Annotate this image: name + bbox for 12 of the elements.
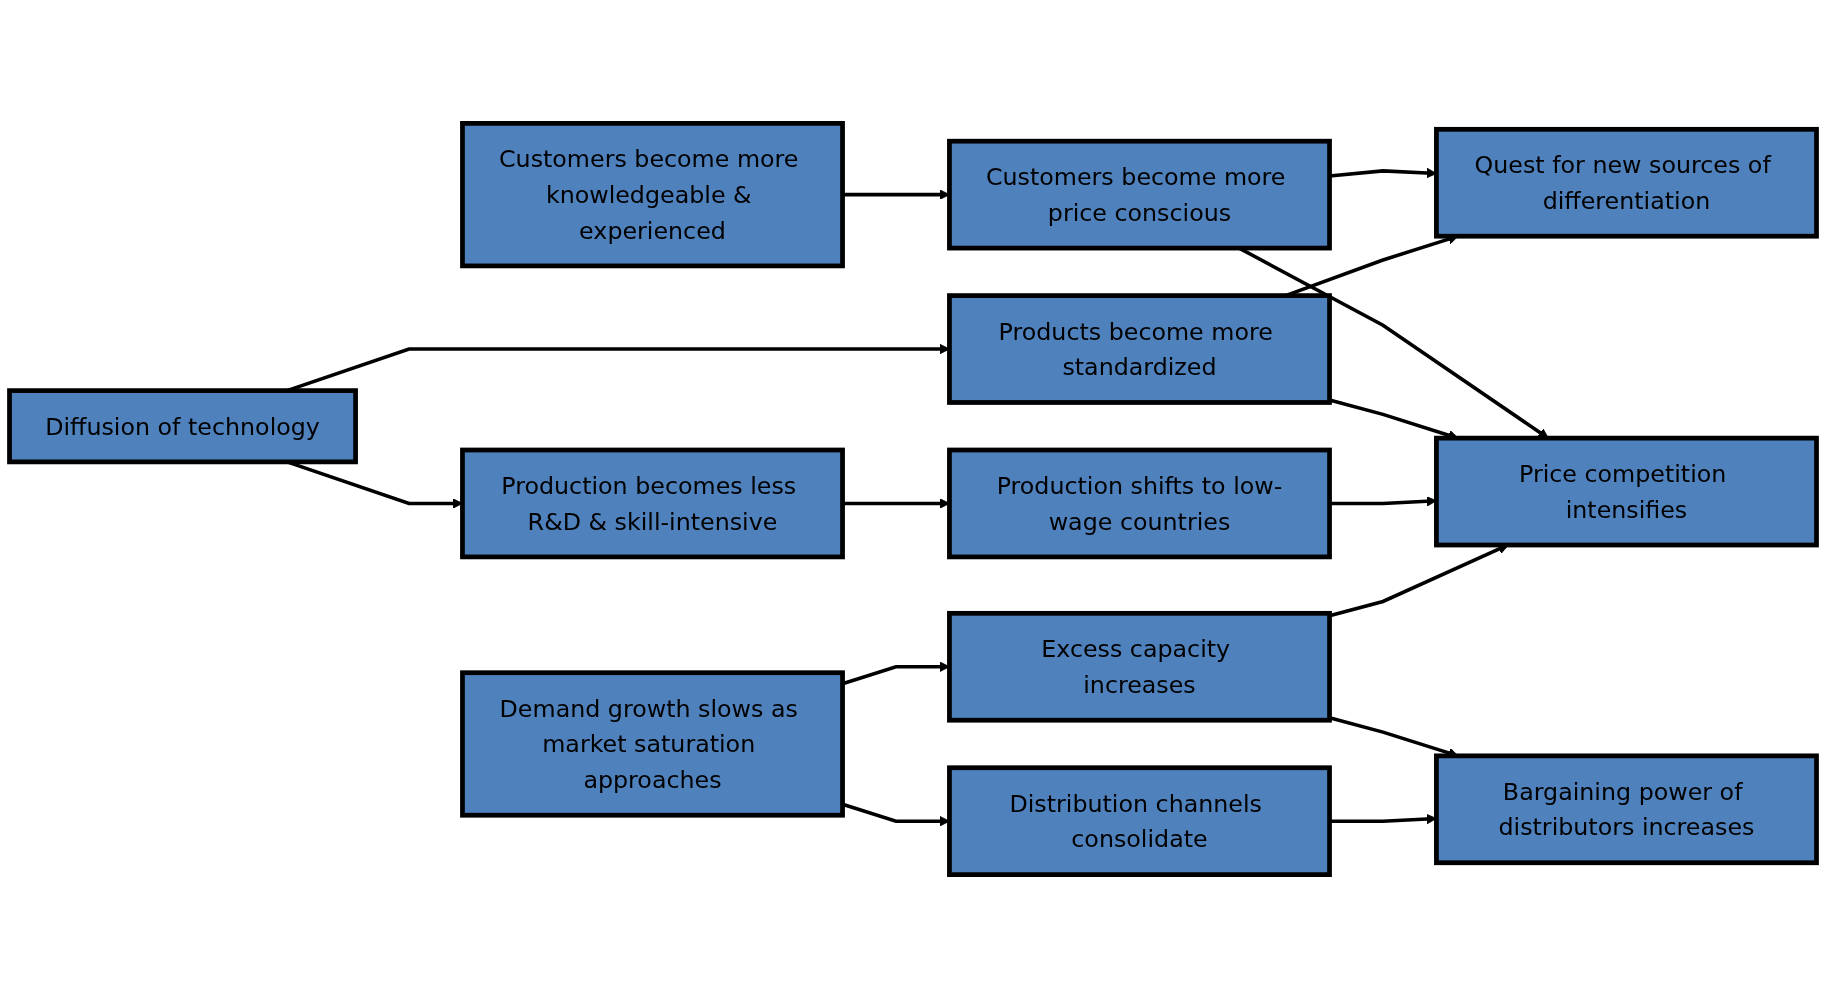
node-box: Demand growth slows as market saturation approaches — [460, 670, 845, 818]
node-box: Price competition intensifies — [1434, 435, 1819, 548]
node-box: Production becomes less R&D & skill-intensive — [460, 447, 845, 560]
node-box: Products become more standardized — [947, 293, 1332, 405]
node-box: Distribution channels consolidate — [947, 765, 1332, 877]
node-box: Customers become more knowledgeable & experienced — [460, 121, 845, 269]
node-box: Production shifts to low-wage countries — [947, 447, 1332, 560]
node-box: Bargaining power of distributors increases — [1434, 753, 1819, 866]
node-box: Diffusion of technology — [7, 388, 358, 465]
node-box: Customers become more price conscious — [947, 138, 1332, 251]
node-box: Excess capacity increases — [947, 610, 1332, 723]
node-box: Quest for new sources of differentiation — [1434, 126, 1819, 239]
